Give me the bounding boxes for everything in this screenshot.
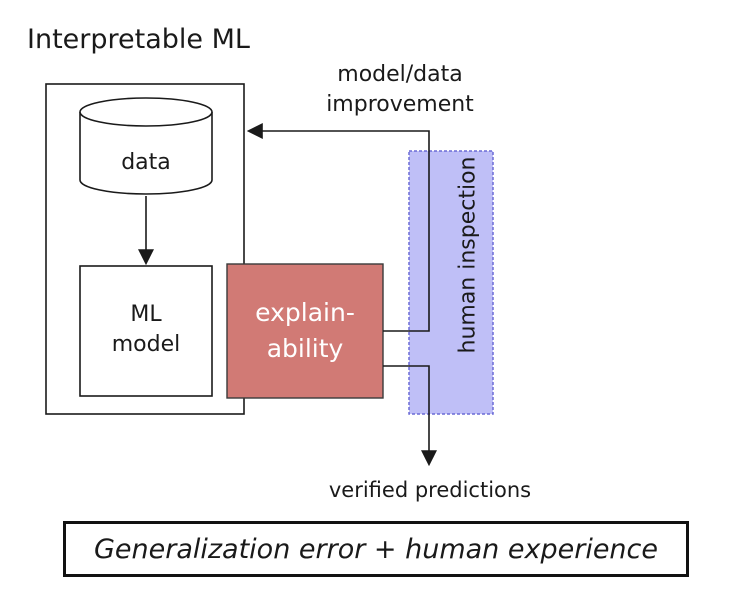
data-cylinder [79, 97, 213, 195]
improvement-label-line-1: model/data [337, 62, 463, 87]
ml-model-label-line-2: model [111, 332, 181, 357]
ml-model-label: ML model [80, 300, 212, 360]
improvement-label: model/data improvement [300, 60, 500, 120]
human-inspection-band [408, 150, 494, 415]
footer-label: Generalization error + human experience [93, 533, 659, 565]
footer-banner: Generalization error + human experience [63, 521, 689, 577]
improvement-feedback-arrow [246, 123, 430, 332]
diagram-title: Interpretable ML [27, 24, 250, 55]
interpretable-ml-box [45, 83, 245, 415]
ml-model-label-line-1: ML [130, 302, 162, 327]
verified-predictions-label: verified predictions [328, 478, 532, 502]
explainability-label-line-2: ability [266, 334, 344, 363]
improvement-label-line-2: improvement [326, 92, 474, 117]
explainability-label: explain- ability [227, 295, 383, 367]
explainability-box [226, 263, 384, 399]
human-inspection-label: human inspection [455, 156, 481, 354]
explainability-label-line-1: explain- [255, 298, 355, 327]
ml-model-box [79, 265, 213, 397]
verified-output-arrow [383, 365, 437, 467]
data-label: data [121, 150, 171, 175]
